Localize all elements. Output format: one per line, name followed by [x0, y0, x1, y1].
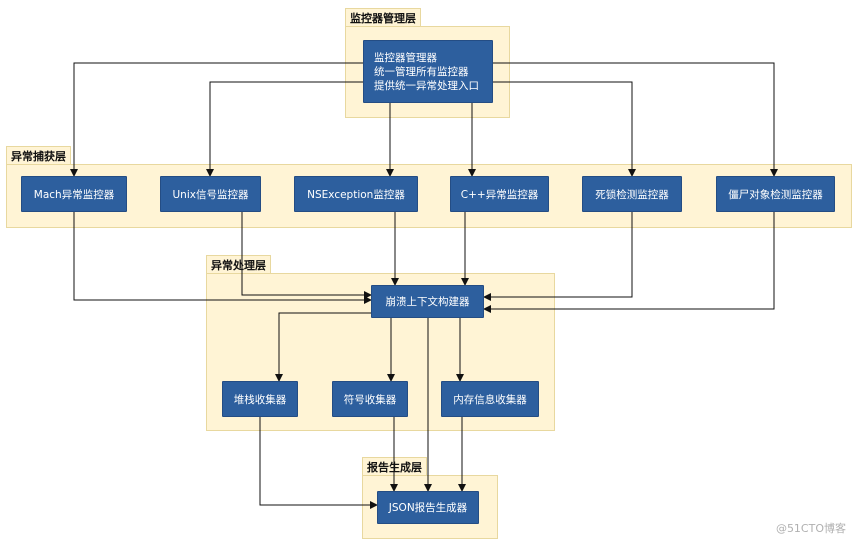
symbol-collector-node: 符号收集器	[332, 381, 408, 417]
json-report-generator-node: JSON报告生成器	[377, 491, 479, 524]
cpp-exception-monitor-node: C++异常监控器	[450, 176, 549, 212]
edge-manager-zombie	[493, 62, 778, 177]
monitor-manager-node: 监控器管理器 统一管理所有监控器 提供统一异常处理入口	[363, 40, 493, 103]
manager-line-3: 提供统一异常处理入口	[374, 79, 479, 92]
deadlock-monitor-node: 死锁检测监控器	[582, 176, 682, 212]
unix-signal-monitor-node: Unix信号监控器	[160, 176, 261, 212]
layer-tab-exception-capture: 异常捕获层	[6, 146, 71, 164]
watermark: @51CTO博客	[775, 522, 846, 535]
mach-monitor-node: Mach异常监控器	[21, 176, 127, 212]
edge-manager-deadlock	[493, 81, 636, 177]
manager-line-1: 监控器管理器	[374, 51, 437, 64]
zombie-object-monitor-node: 僵尸对象检测监控器	[716, 176, 835, 212]
layer-tab-exception-handling: 异常处理层	[206, 255, 271, 273]
layer-tab-report-generation: 报告生成层	[362, 457, 427, 475]
manager-line-2: 统一管理所有监控器	[374, 65, 469, 78]
edge-manager-unix	[206, 81, 363, 177]
memory-info-collector-node: 内存信息收集器	[441, 381, 539, 417]
layer-tab-monitor-manager: 监控器管理层	[345, 8, 421, 26]
stack-collector-node: 堆栈收集器	[222, 381, 298, 417]
nsexception-monitor-node: NSException监控器	[294, 176, 418, 212]
edge-manager-mach	[70, 62, 363, 177]
crash-context-builder-node: 崩溃上下文构建器	[371, 285, 484, 318]
